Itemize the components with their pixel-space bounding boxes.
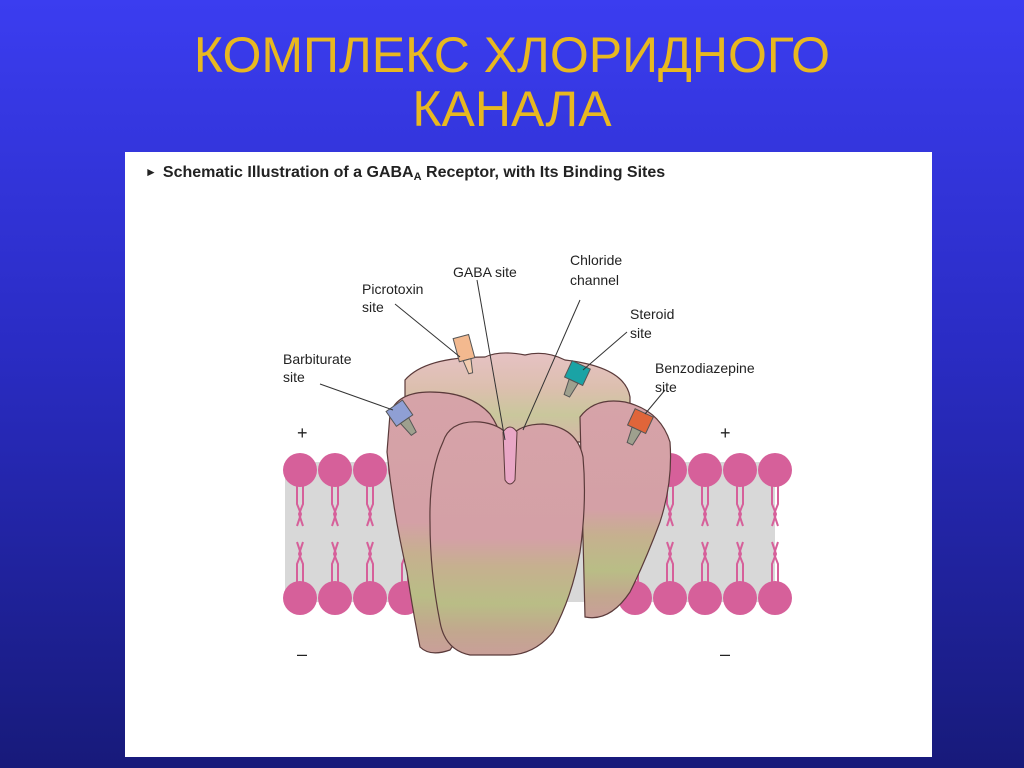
chloride-channel-pore bbox=[502, 426, 518, 485]
lipid-tail bbox=[331, 541, 338, 582]
lipid-tail bbox=[331, 486, 338, 527]
lipid-tail bbox=[332, 486, 339, 527]
benzodiazepine-label: Benzodiazepine site bbox=[655, 360, 759, 395]
lipid-tail bbox=[667, 486, 674, 527]
figure-panel: ► Schematic Illustration of a GABAA Recep… bbox=[125, 152, 932, 757]
lipid-tail bbox=[701, 486, 708, 527]
lipid-head-lower bbox=[283, 581, 317, 615]
lipid-head-lower bbox=[318, 581, 352, 615]
picrotoxin-label-line-2: site bbox=[362, 299, 384, 315]
lipid-tail bbox=[366, 541, 373, 582]
gaba-site-label: GABA site bbox=[453, 264, 517, 280]
lipid-head-upper bbox=[353, 453, 387, 487]
chloride-channel-label-line-1: Chloride bbox=[570, 252, 622, 268]
picrotoxin-site-marker bbox=[452, 333, 476, 375]
barbiturate-label: Barbiturate site bbox=[283, 351, 355, 385]
lipid-tail bbox=[771, 486, 778, 527]
lipid-head-lower bbox=[723, 581, 757, 615]
charge-plus-left: + bbox=[297, 423, 308, 443]
caption-text-end: Receptor, with Its Binding Sites bbox=[421, 164, 666, 181]
receptor-subunit-back-right bbox=[579, 400, 672, 619]
steroid-label: Steroid site bbox=[630, 306, 678, 341]
charge-minus-right: – bbox=[720, 644, 730, 664]
barbiturate-leader bbox=[319, 383, 394, 411]
charge-plus-right: + bbox=[720, 423, 731, 443]
picrotoxin-leader bbox=[394, 303, 461, 358]
caption-arrow-icon: ► bbox=[145, 165, 157, 179]
lipid-tail bbox=[772, 541, 779, 582]
lipid-tail bbox=[367, 541, 374, 582]
caption-text: Schematic Illustration of a GABA bbox=[162, 164, 414, 181]
lipid-tail bbox=[702, 541, 709, 582]
steroid-label-line-1: Steroid bbox=[630, 306, 674, 322]
picrotoxin-label: Picrotoxin site bbox=[362, 281, 427, 315]
lipid-head-lower bbox=[758, 581, 792, 615]
charge-minus-left: – bbox=[297, 644, 307, 664]
binding-site-markers bbox=[385, 333, 654, 446]
lipid-tail bbox=[666, 541, 673, 582]
lipid-tail bbox=[736, 486, 743, 527]
steroid-label-line-2: site bbox=[630, 325, 652, 341]
lipid-tail bbox=[771, 541, 778, 582]
gaba-site-label-line-1: GABA site bbox=[453, 264, 517, 280]
benzodiazepine-label-line-2: site bbox=[655, 379, 677, 395]
lipid-tail bbox=[737, 541, 744, 582]
lipid-head-lower bbox=[688, 581, 722, 615]
slide-title: КОМПЛЕКС ХЛОРИДНОГО КАНАЛА bbox=[0, 28, 1024, 136]
lipid-tail bbox=[667, 541, 674, 582]
lipid-tail bbox=[702, 486, 709, 527]
lipid-head-upper bbox=[723, 453, 757, 487]
picrotoxin-label-line-1: Picrotoxin bbox=[362, 281, 423, 297]
lipid-head-upper bbox=[758, 453, 792, 487]
lipid-tail bbox=[297, 541, 304, 582]
caption-subscript: A bbox=[413, 171, 422, 183]
figure-caption: ► Schematic Illustration of a GABAA Recep… bbox=[145, 164, 665, 183]
steroid-site-marker bbox=[563, 360, 591, 398]
lipid-tail bbox=[367, 486, 374, 527]
chloride-leader bbox=[522, 299, 581, 431]
benzodiazepine-label-line-1: Benzodiazepine bbox=[655, 360, 755, 376]
lipid-tail bbox=[736, 541, 743, 582]
slide-title-line-2: КАНАЛА bbox=[412, 81, 612, 137]
barbiturate-site-marker bbox=[385, 399, 417, 437]
barbiturate-label-line-1: Barbiturate bbox=[283, 351, 352, 367]
lipid-tail bbox=[296, 486, 303, 527]
lipid-tail bbox=[297, 486, 304, 527]
gaba-receptor-diagram: Barbiturate site Picrotoxin site GABA si… bbox=[283, 252, 792, 664]
chloride-channel-label: Chloride channel bbox=[570, 252, 626, 288]
lipid-head-upper bbox=[688, 453, 722, 487]
steroid-leader bbox=[582, 331, 628, 371]
gaba-leader bbox=[476, 279, 506, 441]
membrane-charges: + + – – bbox=[297, 423, 731, 664]
benzodiazepine-site-marker bbox=[626, 408, 654, 446]
benzodiazepine-leader bbox=[644, 389, 666, 415]
lipid-head-upper bbox=[283, 453, 317, 487]
slide-title-line-1: КОМПЛЕКС ХЛОРИДНОГО bbox=[193, 27, 831, 83]
lipid-tail bbox=[737, 486, 744, 527]
receptor-complex bbox=[386, 352, 672, 656]
lipid-head-upper bbox=[318, 453, 352, 487]
lipid-tail bbox=[772, 486, 779, 527]
lipid-head-lower bbox=[353, 581, 387, 615]
lipid-tail bbox=[701, 541, 708, 582]
chloride-channel-label-line-2: channel bbox=[570, 272, 619, 288]
lipid-tail bbox=[296, 541, 303, 582]
label-leader-lines bbox=[319, 279, 666, 441]
barbiturate-label-line-2: site bbox=[283, 369, 305, 385]
lipid-tail bbox=[332, 541, 339, 582]
lipid-tail bbox=[366, 486, 373, 527]
lipid-head-lower bbox=[653, 581, 687, 615]
site-labels: Barbiturate site Picrotoxin site GABA si… bbox=[283, 252, 759, 395]
